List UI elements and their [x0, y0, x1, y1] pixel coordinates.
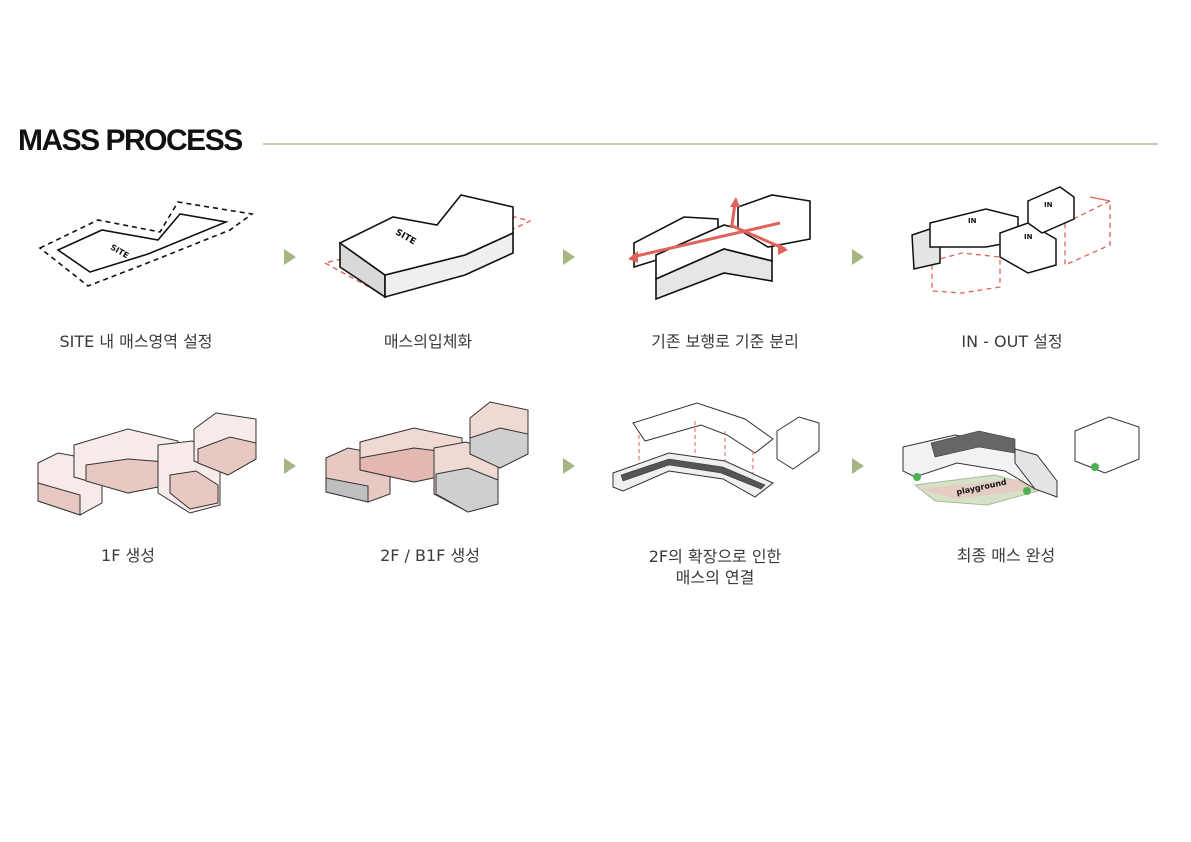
step-7-caption: 2F의 확장으로 인한 매스의 연결 — [595, 546, 835, 588]
step-1-caption: SITE 내 매스영역 설정 — [59, 332, 213, 351]
step-7-caption-line1: 2F의 확장으로 인한 — [648, 547, 782, 566]
diagram-final-mass: playground — [895, 405, 1145, 520]
step-8-caption: 최종 매스 완성 — [956, 546, 1056, 565]
diagram-mass-extrusion: SITE — [315, 185, 545, 305]
title-divider — [263, 143, 1158, 145]
diagram-2f-connection — [605, 395, 825, 510]
arrow-4 — [284, 458, 296, 474]
site-label: SITE — [109, 243, 131, 261]
arrow-2 — [563, 249, 575, 265]
diagram-in-out: IN IN IN — [900, 183, 1130, 308]
in-label-b: IN — [1024, 233, 1033, 241]
page-title: MASS PROCESS — [18, 124, 243, 157]
diagram-path-split — [620, 185, 830, 305]
step-6-caption: 2F / B1F 생성 — [380, 546, 480, 565]
step-3-caption: 기존 보행로 기준 분리 — [651, 332, 799, 351]
in-label-c: IN — [1044, 201, 1053, 209]
diagram-2f-b1f — [318, 398, 538, 518]
step-5-caption: 1F 생성 — [101, 546, 155, 565]
in-label-a: IN — [968, 217, 977, 225]
arrow-3 — [852, 249, 864, 265]
arrow-5 — [563, 458, 575, 474]
arrow-6 — [852, 458, 864, 474]
step-4-caption: IN - OUT 설정 — [961, 332, 1063, 351]
step-2-caption: 매스의입체화 — [383, 332, 473, 351]
diagram-site-outline: SITE — [30, 190, 260, 300]
step-7-caption-line2: 매스의 연결 — [675, 568, 755, 587]
diagram-1f — [30, 405, 270, 520]
arrow-1 — [284, 249, 296, 265]
